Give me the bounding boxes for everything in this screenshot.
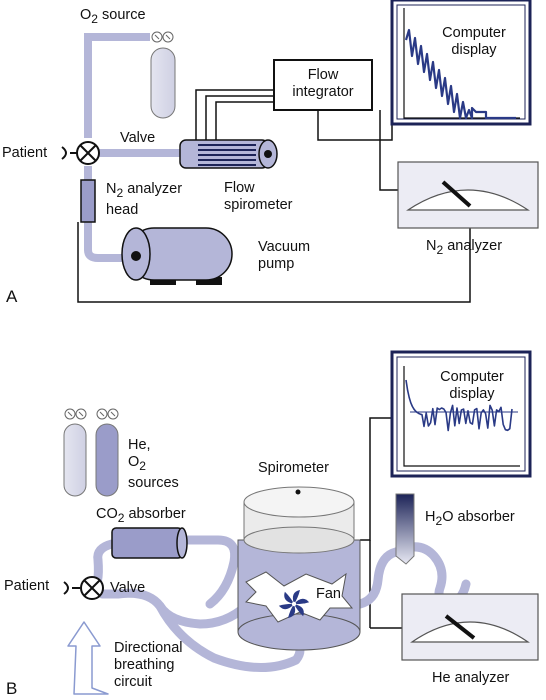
n2-analyzer-label: N2 analyzer	[426, 238, 503, 257]
n2-washout-trace	[404, 28, 516, 120]
h2o-absorber	[395, 493, 415, 565]
he-dilution-trace	[405, 379, 513, 432]
head-to-pump-tube	[84, 222, 128, 262]
breathing-circuit-tubes	[87, 535, 471, 672]
h2o-absorber-label: H2O absorber	[425, 509, 515, 528]
spirometer-drum	[237, 486, 361, 651]
o2-source-label-a: O2 source	[80, 7, 146, 26]
patient-label-a: Patient	[2, 145, 48, 161]
co2-absorber	[111, 527, 188, 559]
n2-analyzer-head	[80, 179, 96, 223]
signal-wires-a	[77, 89, 471, 303]
patient-label-b: Patient	[4, 578, 50, 594]
panel-b-letter: B	[6, 679, 18, 698]
panel-a-letter: A	[6, 287, 18, 306]
o2-cylinder-b	[95, 408, 119, 497]
o2-cylinder-a	[150, 31, 176, 119]
n2-analyzer-meter	[397, 161, 539, 229]
signal-wires-b	[360, 417, 402, 629]
computer-display-a	[390, 0, 532, 126]
valve-a-icon	[76, 141, 100, 165]
valve-label-b: Valve	[110, 580, 146, 596]
spirometer-label: Spirometer	[258, 460, 329, 476]
valve-label-a: Valve	[120, 130, 156, 146]
o2-supply-tube	[84, 33, 150, 138]
flow-integrator-box	[273, 59, 373, 111]
valve-b-icon	[80, 576, 104, 600]
vacuum-pump	[121, 227, 233, 285]
he-cylinder	[63, 408, 87, 497]
directional-arrow-icon	[67, 621, 109, 695]
fan-icon	[278, 590, 310, 618]
fan-label: Fan	[316, 586, 341, 602]
flow-spirometer	[179, 139, 278, 169]
he-analyzer-meter	[401, 593, 539, 661]
patient-mouthpiece-b-icon	[63, 581, 80, 595]
co2-absorber-label: CO2 absorber	[96, 506, 186, 525]
he-analyzer-label: He analyzer	[432, 670, 510, 686]
patient-mouthpiece-a-icon	[61, 146, 77, 160]
